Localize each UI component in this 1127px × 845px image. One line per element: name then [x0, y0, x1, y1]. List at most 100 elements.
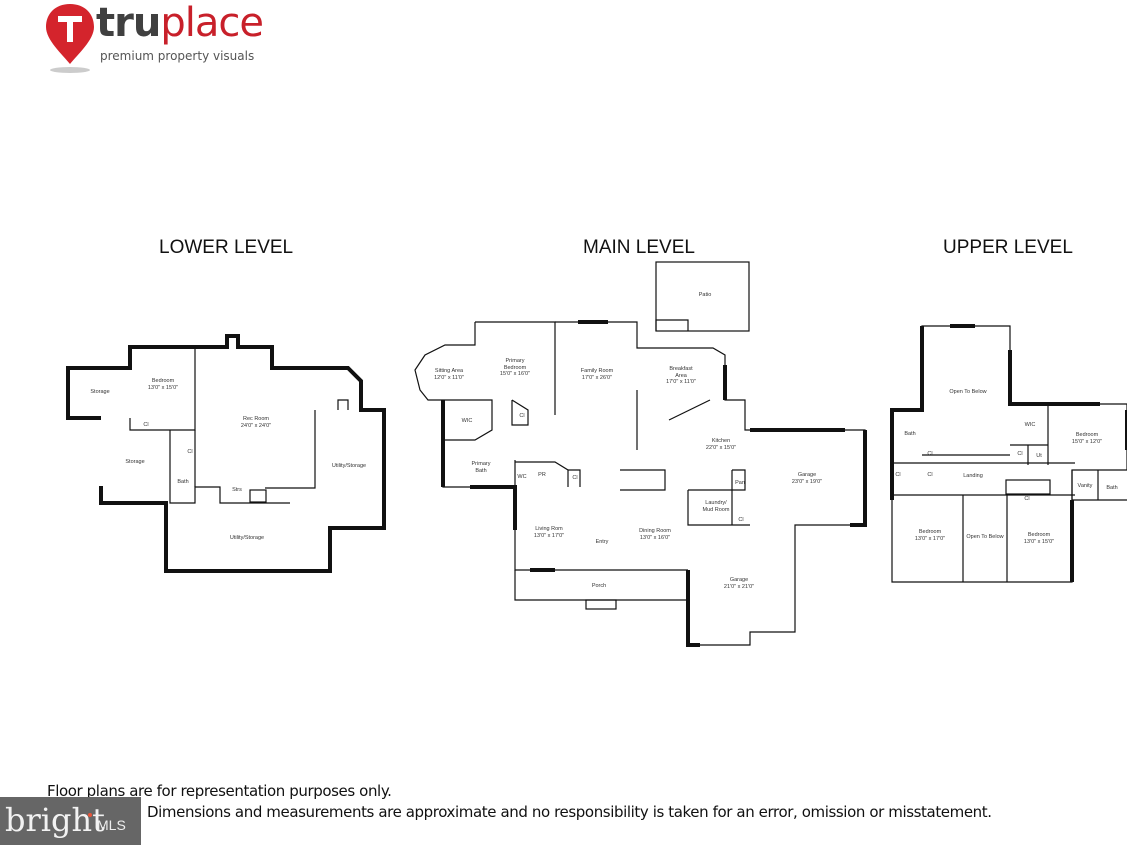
room-label: Open To Below — [949, 389, 986, 396]
room-name: Bedroom — [1027, 532, 1051, 538]
room-name: Porch — [591, 583, 607, 589]
room-size: 13'0" x 17'0" — [533, 532, 565, 539]
room-size: 23'0" x 19'0" — [791, 478, 823, 485]
brand-tagline: premium property visuals — [100, 49, 255, 63]
room-label: Storage — [90, 389, 109, 396]
room-label: Landing — [963, 473, 983, 480]
room-size: 13'0" x 17'0" — [914, 535, 946, 542]
room-name: Laundry/ Mud Room — [702, 500, 730, 513]
room-name: Utility/Storage — [229, 535, 265, 541]
brand-part: tru — [96, 0, 161, 46]
room-name: Cl — [927, 451, 933, 457]
room-name: Cl — [572, 475, 578, 481]
room-label: Cl — [927, 451, 932, 458]
room-name: WIC — [461, 418, 473, 424]
room-label: PR — [538, 472, 546, 479]
room-label: Storage — [125, 459, 144, 466]
room-name: Sitting Area — [434, 368, 464, 374]
room-label: Vanity — [1078, 483, 1093, 490]
disclaimer-line-1: Floor plans are for representation purpo… — [47, 782, 392, 800]
room-name: Bedroom — [151, 378, 175, 384]
truplace-logo — [44, 2, 254, 74]
room-name: Pan — [735, 480, 745, 486]
room-name: Bath — [177, 479, 189, 485]
room-size: 22'0" x 15'0" — [705, 444, 737, 451]
room-label: WC — [517, 474, 526, 481]
room-name: Strs — [232, 487, 242, 493]
room-name: Kitchen — [711, 438, 731, 444]
room-name: Entry — [595, 539, 609, 545]
room-name: PR — [538, 472, 546, 478]
room-name: WC — [517, 474, 527, 480]
room-name: Bedroom — [1075, 432, 1099, 438]
room-name: Bedroom — [918, 529, 942, 535]
room-name: Landing — [963, 473, 983, 479]
room-label: Bath — [177, 479, 188, 486]
room-name: Dining Room — [639, 528, 671, 534]
room-name: Rec Room — [243, 416, 269, 422]
room-name: Primary Bath — [471, 461, 491, 474]
room-label: Cl — [143, 422, 148, 429]
room-label: Strs — [232, 487, 242, 494]
room-name: Vanity — [1077, 483, 1093, 489]
room-size: 12'0" x 11'0" — [434, 374, 464, 381]
room-label: Open To Below — [966, 534, 1003, 541]
upper-level-title: UPPER LEVEL — [943, 237, 1073, 258]
room-size: 15'0" x 16'0" — [499, 371, 531, 377]
room-name: Cl — [927, 472, 933, 478]
room-name: Cl — [1017, 451, 1023, 457]
room-label: Primary Bath — [469, 461, 493, 474]
room-name: Primary Bedroom — [503, 358, 527, 371]
room-label: Bath — [1106, 485, 1117, 492]
room-name: Utility/Storage — [331, 463, 367, 469]
room-name: Bath — [904, 431, 916, 437]
room-size: 24'0" x 24'0" — [240, 422, 272, 429]
room-label: Cl — [1017, 451, 1022, 458]
room-name: Cl — [143, 422, 149, 428]
bright-mls-watermark: bright MLS — [0, 797, 141, 845]
room-label: Cl — [738, 517, 743, 524]
room-name: WIC — [1024, 422, 1036, 428]
room-label: Utility/Storage — [332, 463, 366, 470]
room-name: Storage — [90, 389, 110, 395]
room-name: Storage — [125, 459, 145, 465]
watermark-dot-icon — [88, 813, 92, 817]
room-label: Pan — [735, 480, 745, 487]
main-level-title: MAIN LEVEL — [583, 237, 695, 258]
lower-level-walls — [66, 334, 386, 573]
room-label: Bath — [904, 431, 915, 438]
disclaimer-line-2: Dimensions and measurements are approxim… — [147, 803, 992, 821]
room-name: Open To Below — [966, 534, 1004, 540]
watermark-brand: bright — [5, 801, 105, 839]
room-name: Garage — [797, 472, 817, 478]
room-label: Porch — [592, 583, 606, 590]
room-name: Cl — [1024, 496, 1030, 502]
room-name: Cl — [895, 472, 901, 478]
room-label: Utility/Storage — [230, 535, 264, 542]
room-label: Ut — [1036, 453, 1042, 460]
room-size: 15'0" x 12'0" — [1071, 438, 1103, 445]
room-label: Cl — [572, 475, 577, 482]
room-name: Garage — [729, 577, 749, 583]
room-name: Ut — [1036, 453, 1042, 459]
room-label: Cl — [187, 449, 192, 456]
room-size: 13'0" x 15'0" — [147, 384, 179, 391]
room-label: WIC — [462, 418, 473, 425]
room-label: Laundry/ Mud Room — [700, 500, 732, 513]
brand-name: truplace — [96, 0, 264, 46]
room-label: Cl — [1024, 496, 1029, 503]
room-size: 17'0" x 26'0" — [581, 374, 613, 381]
